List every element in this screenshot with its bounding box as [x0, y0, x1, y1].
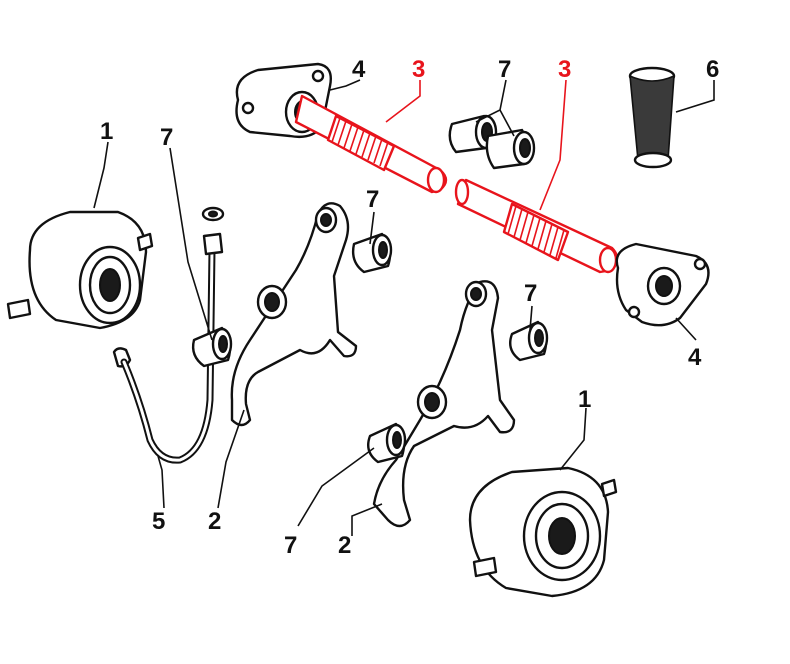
- callout-7-top: 7: [498, 56, 512, 83]
- callout-3-right: 3: [558, 56, 572, 83]
- leader-lines: [93, 79, 715, 536]
- callout-7-lower: 7: [284, 532, 298, 559]
- callout-1-right: 1: [578, 386, 592, 413]
- shaft-left: [294, 94, 448, 194]
- bush-mid: [351, 232, 393, 274]
- callout-7-upper-left: 7: [160, 124, 174, 151]
- fork-right: [372, 280, 516, 528]
- callout-2-right: 2: [338, 532, 352, 559]
- callout-5: 5: [152, 508, 166, 535]
- bush-pair-top: [448, 114, 536, 170]
- callout-7-right: 7: [524, 280, 538, 307]
- sleeve: [628, 66, 676, 169]
- shaft-right: [454, 178, 619, 274]
- release-bearing-left: [6, 210, 154, 330]
- flange-right: [615, 242, 710, 327]
- bush-right: [509, 320, 549, 362]
- callout-1-left: 1: [100, 118, 114, 145]
- callout-2-left: 2: [208, 508, 222, 535]
- fork-left: [230, 202, 358, 427]
- hose: [112, 206, 225, 464]
- callout-4-right: 4: [688, 344, 702, 371]
- bush-lower: [367, 422, 407, 464]
- bush-left: [191, 326, 233, 368]
- callout-4-top: 4: [352, 56, 366, 83]
- callout-7-mid: 7: [366, 186, 380, 213]
- release-bearing-right: [468, 466, 618, 598]
- callout-3-left: 3: [412, 56, 426, 83]
- callout-6: 6: [706, 56, 720, 83]
